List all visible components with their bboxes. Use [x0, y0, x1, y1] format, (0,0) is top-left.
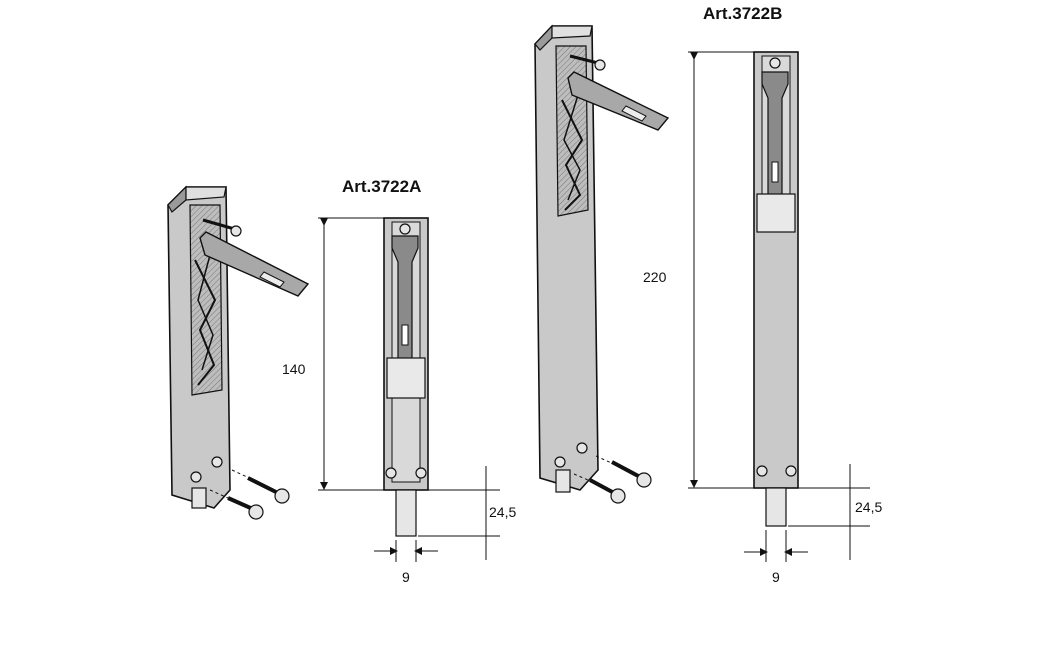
model-b-width-label: 9 [772, 569, 780, 585]
model-a-travel-label: 24,5 [489, 504, 516, 520]
model-a-perspective-view [167, 185, 310, 520]
model-a-width-label: 9 [402, 569, 410, 585]
model-b-title: Art.3722B [703, 4, 782, 23]
model-b-travel-label: 24,5 [855, 499, 882, 515]
model-a-length-label: 140 [282, 361, 306, 377]
model-a-title: Art.3722A [342, 177, 421, 196]
model-a-dimensions [318, 217, 500, 562]
model-a-front-view [383, 217, 429, 537]
model-b-perspective-view [534, 24, 670, 504]
model-b-front-view [753, 51, 799, 527]
model-b-dimensions [688, 51, 870, 562]
model-b-length-label: 220 [643, 269, 667, 285]
